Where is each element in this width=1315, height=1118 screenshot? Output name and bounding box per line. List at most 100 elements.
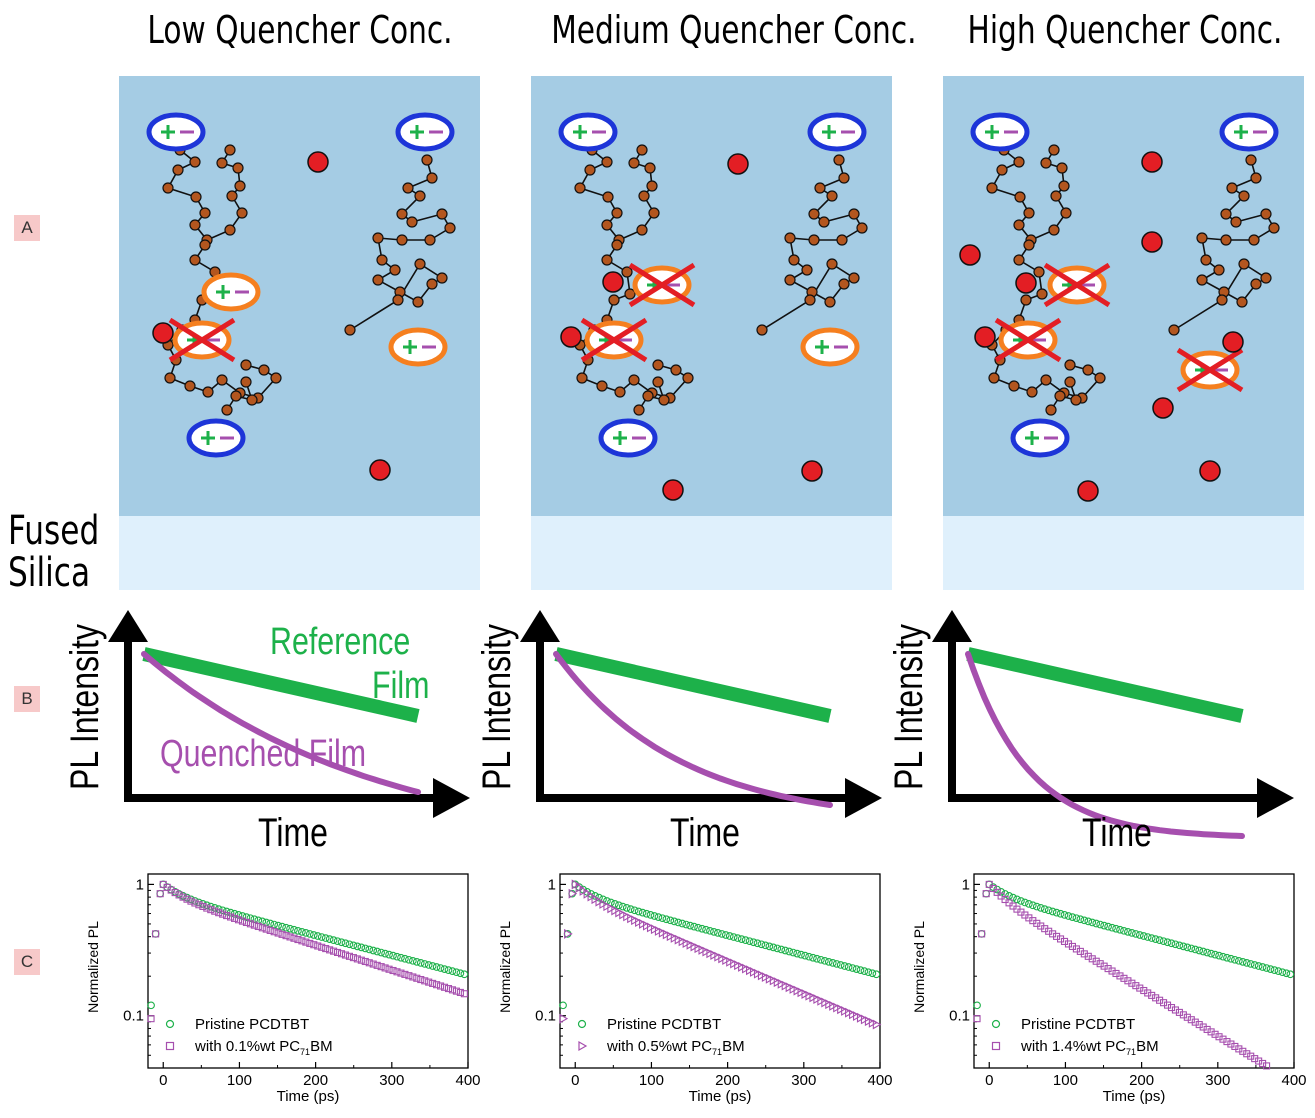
data-point	[868, 969, 877, 978]
data-point	[1191, 945, 1200, 954]
data-point	[769, 943, 778, 952]
row-label-c: C	[14, 949, 40, 975]
data-point	[397, 953, 405, 962]
quencher-molecule	[369, 459, 391, 481]
chain-node	[788, 254, 800, 266]
data-point	[1108, 967, 1116, 975]
exciton-blue-ring	[146, 112, 206, 152]
legend-label: Pristine PCDTBT	[607, 1016, 721, 1033]
x-tick-label: 100	[639, 1072, 664, 1089]
chain-node	[584, 164, 596, 176]
data-point	[856, 966, 865, 974]
chain-node	[628, 157, 640, 169]
exciton-orange	[800, 327, 860, 367]
data-point	[789, 948, 797, 957]
x-axis-arrow-icon	[845, 778, 882, 818]
data-point	[385, 950, 393, 959]
data-point	[389, 966, 397, 975]
y-tick-label: 1	[962, 876, 970, 893]
y-axis-label: PL Intensity	[886, 623, 931, 790]
data-point	[397, 969, 405, 977]
chain-node	[633, 404, 645, 416]
data-point	[401, 970, 409, 978]
data-point	[1250, 961, 1259, 969]
data-point	[433, 981, 441, 989]
chain-node	[856, 222, 868, 234]
data-point	[1203, 1025, 1211, 1033]
data-point	[682, 920, 691, 929]
data-point	[349, 954, 357, 962]
data-point	[559, 1001, 567, 1010]
chain-node	[756, 324, 768, 336]
data-point	[1147, 934, 1156, 942]
data-point	[1072, 914, 1081, 923]
x-axis-label: Time (ps)	[1103, 1088, 1166, 1105]
data-point	[1120, 926, 1128, 935]
chain-node	[1220, 234, 1232, 246]
data-point	[1064, 912, 1073, 920]
data-point	[820, 956, 829, 965]
data-point	[290, 925, 298, 934]
data-point	[1076, 915, 1085, 924]
data-point	[690, 922, 698, 931]
exciton-orange	[388, 327, 448, 367]
chain-node	[344, 324, 356, 336]
chain-node	[172, 164, 184, 176]
data-point	[440, 983, 449, 991]
data-point	[670, 917, 679, 926]
chain-node	[808, 234, 820, 246]
data-point	[674, 918, 683, 927]
data-point	[741, 936, 750, 945]
data-point	[353, 942, 362, 951]
data-point	[1246, 960, 1255, 968]
data-point	[286, 933, 294, 941]
data-point	[337, 950, 346, 958]
data-point	[1219, 952, 1227, 961]
chain-node	[988, 372, 1000, 384]
data-point	[1100, 921, 1108, 930]
data-point	[416, 959, 425, 967]
data-point	[1199, 947, 1208, 956]
data-point	[456, 969, 465, 978]
data-point	[452, 968, 461, 977]
polymer-chain	[986, 144, 1072, 246]
chain-node	[426, 172, 438, 184]
data-point	[294, 935, 302, 944]
quenched-decay-curve	[141, 651, 421, 795]
chain-node	[1094, 372, 1106, 384]
y-axis-arrow-icon	[520, 610, 560, 642]
chain-node	[406, 216, 418, 228]
data-point	[357, 943, 366, 952]
exciton-blue	[807, 112, 867, 152]
substrate-medium	[531, 516, 892, 590]
chain-node	[848, 272, 860, 284]
data-point	[1171, 940, 1180, 949]
data-point	[793, 949, 801, 958]
quencher-molecule	[1199, 460, 1221, 482]
data-point	[1092, 957, 1100, 965]
quench-mark	[168, 317, 236, 363]
quenched-film-label: Quenched Film	[160, 733, 366, 775]
data-point	[1151, 935, 1160, 943]
chain-node	[652, 359, 664, 371]
data-point	[785, 947, 794, 956]
x-axis-label: Time	[670, 810, 740, 855]
data-point	[1044, 906, 1053, 915]
data-point	[389, 951, 397, 960]
legend-label: with 0.5%wt PC71BM	[606, 1038, 745, 1057]
data-point	[321, 934, 330, 942]
data-point	[1278, 968, 1287, 977]
data-point	[215, 909, 223, 917]
data-point	[1156, 996, 1164, 1004]
data-point	[393, 968, 401, 976]
data-point	[989, 884, 997, 893]
quencher-molecule	[959, 244, 981, 266]
x-tick-label: 200	[1129, 1072, 1154, 1089]
data-point	[1104, 965, 1112, 973]
data-point	[242, 913, 251, 921]
polymer-chain	[574, 144, 660, 246]
chain-node	[270, 372, 282, 384]
data-point	[270, 920, 279, 929]
data-point	[424, 961, 433, 969]
